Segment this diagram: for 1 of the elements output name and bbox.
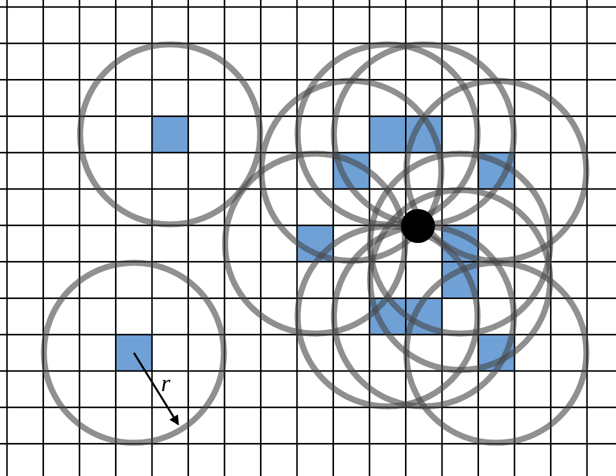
radius-label: r bbox=[161, 372, 170, 396]
